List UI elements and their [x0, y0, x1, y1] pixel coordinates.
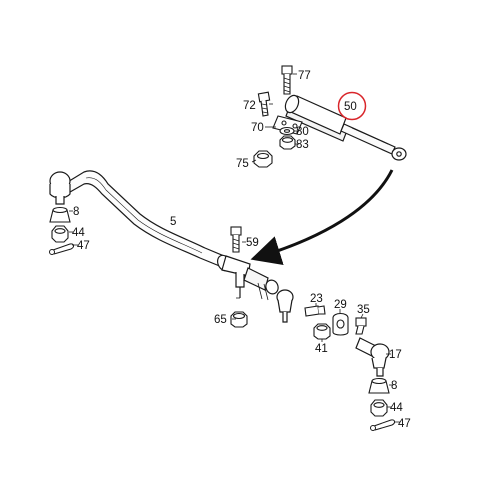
nut-65 [230, 311, 248, 328]
label-44-right: 44 [390, 402, 403, 414]
label-65: 65 [214, 314, 227, 326]
left-ball-joint [49, 171, 71, 205]
cotter-pin-47-right [370, 419, 395, 431]
label-83: 83 [296, 139, 309, 151]
nut-44-left [51, 225, 69, 243]
nut-75 [253, 150, 273, 168]
bolt-35 [355, 317, 367, 335]
cotter-pin-47-left [49, 243, 74, 255]
right-ball-joint-upper [276, 289, 294, 323]
label-80: 80 [296, 126, 309, 138]
boot-8-right [368, 377, 390, 394]
label-44-left: 44 [72, 227, 85, 239]
label-47-right: 47 [398, 418, 411, 430]
bolt-72 [257, 91, 271, 117]
label-8-right: 8 [391, 380, 397, 392]
label-70: 70 [251, 122, 264, 134]
boot-8-left [49, 206, 71, 223]
label-77: 77 [298, 70, 311, 82]
label-75: 75 [236, 158, 249, 170]
label-59: 59 [246, 237, 259, 249]
leader-lines [69, 73, 400, 423]
washer-80 [279, 126, 295, 136]
label-41: 41 [315, 343, 328, 355]
nut-41 [313, 323, 331, 340]
clamp-29 [332, 312, 349, 336]
ball-joint-17 [355, 337, 390, 377]
label-50: 50 [344, 101, 357, 113]
steering-damper [284, 94, 407, 161]
nut-83 [279, 135, 296, 150]
bolt-59 [230, 226, 242, 253]
highlight-circle [337, 91, 367, 121]
clamp-junction [216, 254, 279, 301]
label-72: 72 [243, 100, 256, 112]
bolt-77 [281, 65, 293, 95]
nut-44-right [370, 399, 388, 417]
bolt-23 [304, 305, 326, 317]
label-8-left: 8 [73, 206, 79, 218]
label-5: 5 [170, 216, 176, 228]
label-47-left: 47 [77, 240, 90, 252]
label-17: 17 [389, 349, 402, 361]
label-23: 23 [310, 293, 323, 305]
label-35: 35 [357, 304, 370, 316]
label-29: 29 [334, 299, 347, 311]
assembly-arrow [250, 169, 394, 265]
